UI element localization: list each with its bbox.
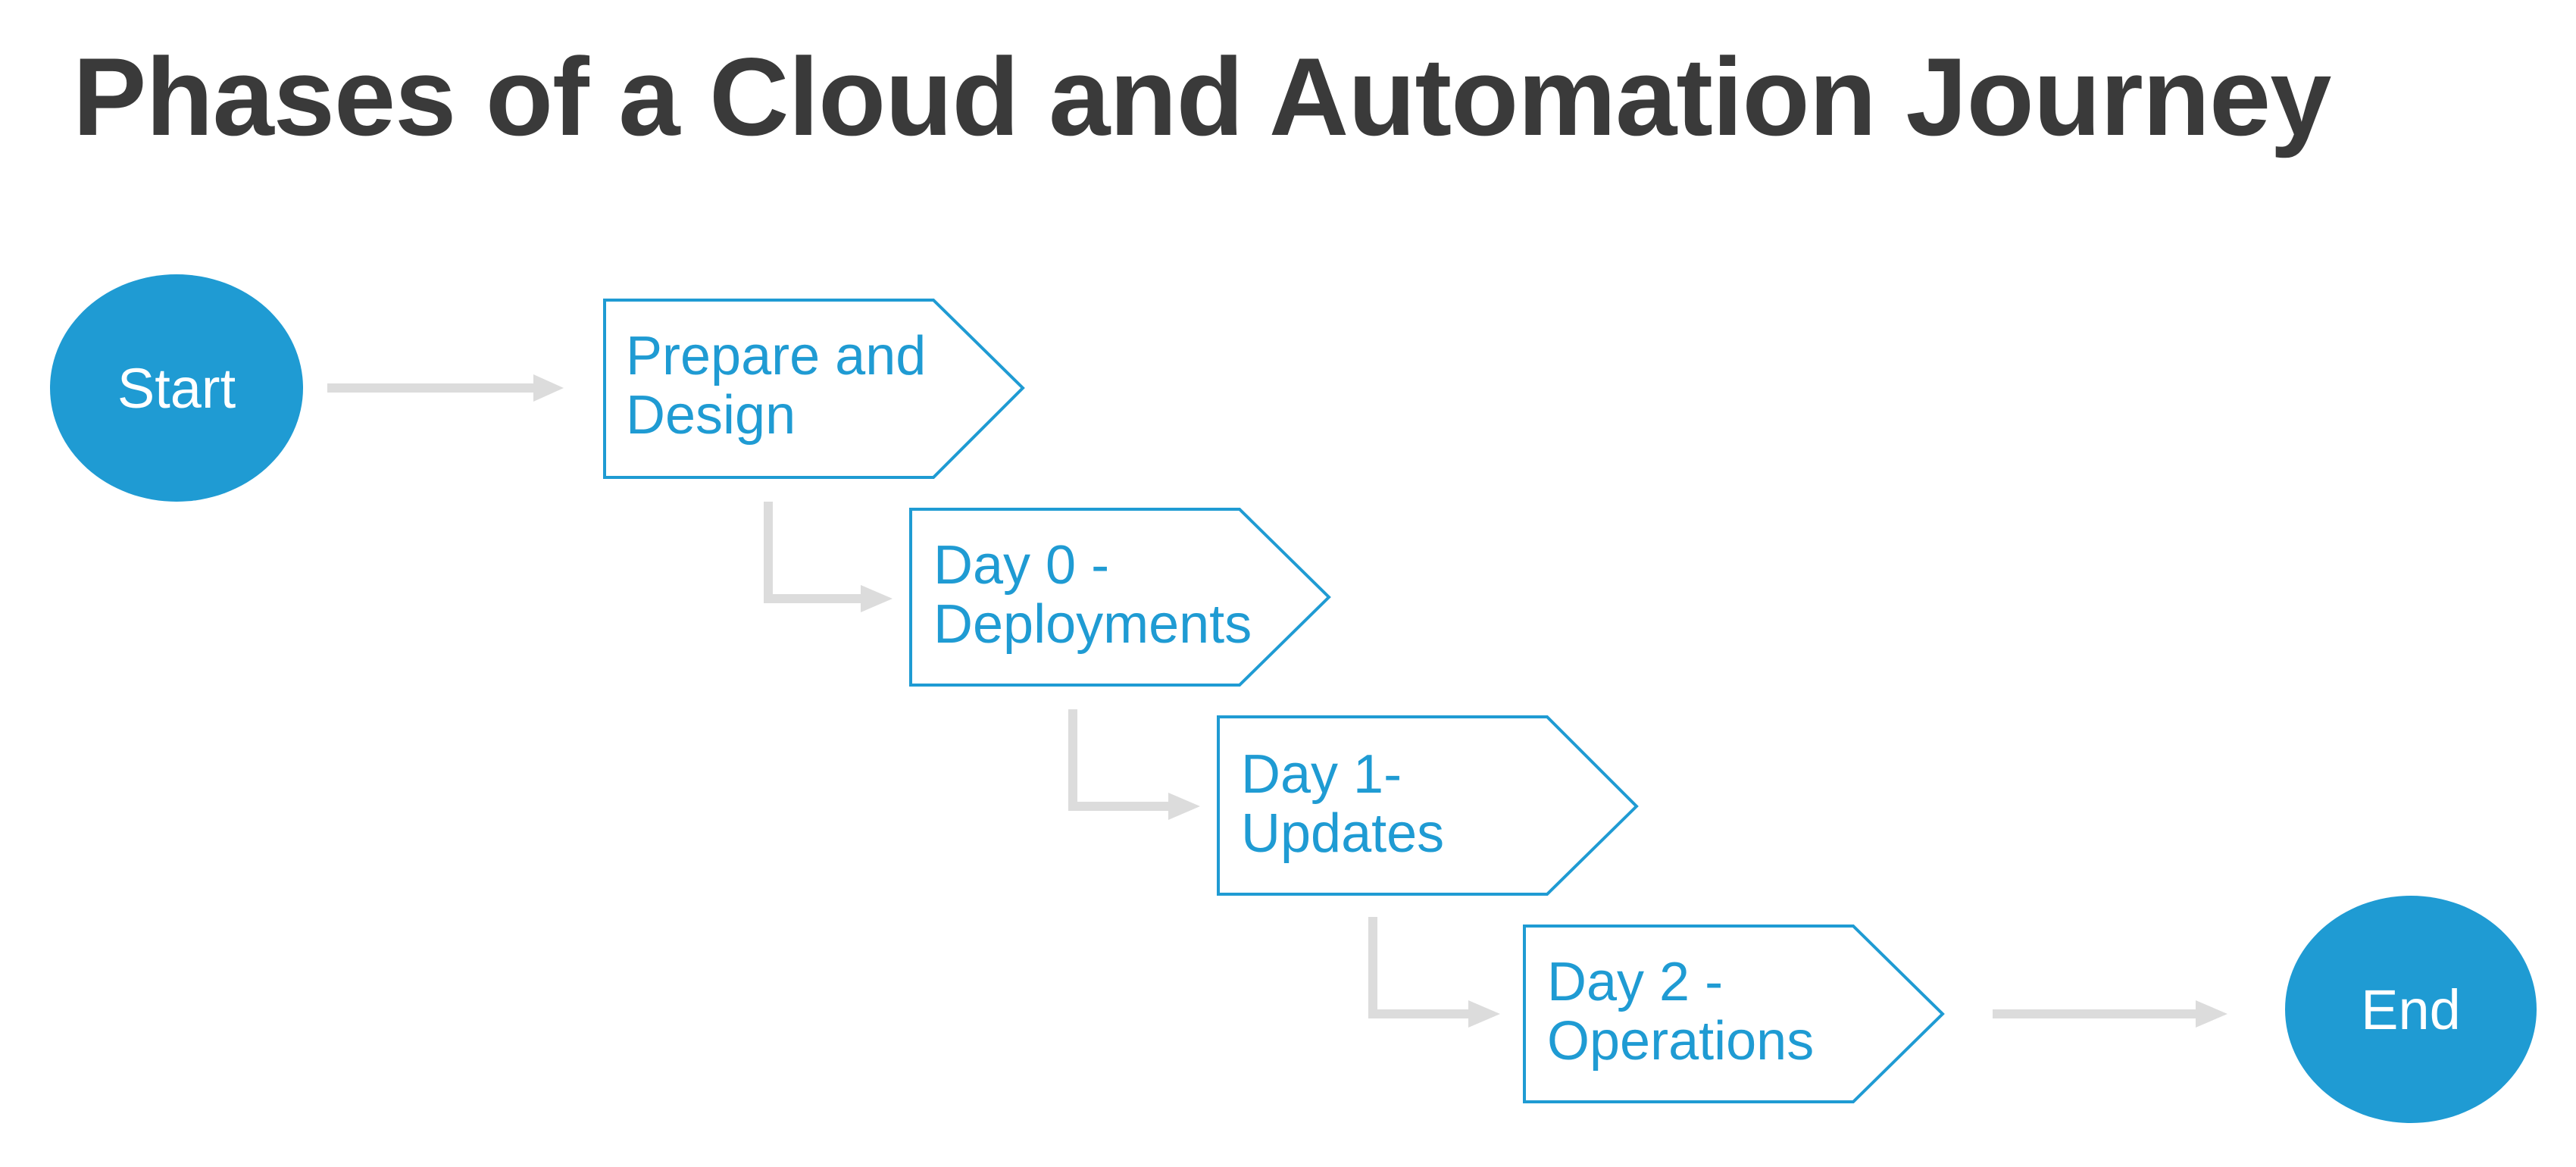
phase-day0-deployments: Day 0 - Deployments [909, 508, 1331, 687]
svg-text:Prepare and Design: Prepare and Design [626, 326, 941, 446]
svg-text:Day 2 - Operations: Day 2 - Operations [1547, 952, 1814, 1072]
phase-day2-line1: Day 2 - [1547, 952, 1723, 1012]
svg-text:Day 0 - Deployments: Day 0 - Deployments [933, 535, 1252, 655]
end-label: End [2361, 978, 2461, 1041]
phase-day0-line2: Deployments [933, 594, 1252, 655]
phase-prepare-design-line1: Prepare and [626, 326, 926, 386]
phase-day1-line1: Day 1- [1241, 744, 1402, 805]
end-node: End [2285, 896, 2537, 1123]
phase-prepare-design: Prepare and Design [603, 299, 1025, 479]
connectors [327, 374, 2227, 1028]
phase-day0-line1: Day 0 - [933, 535, 1109, 596]
connector-start-to-prepare [327, 374, 564, 402]
phase-day1-line2: Updates [1241, 803, 1444, 864]
svg-text:Day 1- Updates: Day 1- Updates [1241, 744, 1444, 864]
connector-day1-to-day2 [1368, 917, 1500, 1028]
connector-day0-to-day1 [1068, 709, 1200, 820]
phase-day2-line2: Operations [1547, 1011, 1814, 1072]
connector-prepare-to-day0 [764, 502, 893, 612]
phase-day1-updates: Day 1- Updates [1217, 715, 1639, 896]
connector-day2-to-end [1993, 1000, 2227, 1028]
phase-prepare-design-line2: Design [626, 385, 796, 446]
page-title: Phases of a Cloud and Automation Journey [73, 35, 2331, 158]
start-label: Start [117, 357, 236, 420]
start-node: Start [50, 274, 303, 502]
phase-day2-operations: Day 2 - Operations [1523, 925, 1945, 1103]
